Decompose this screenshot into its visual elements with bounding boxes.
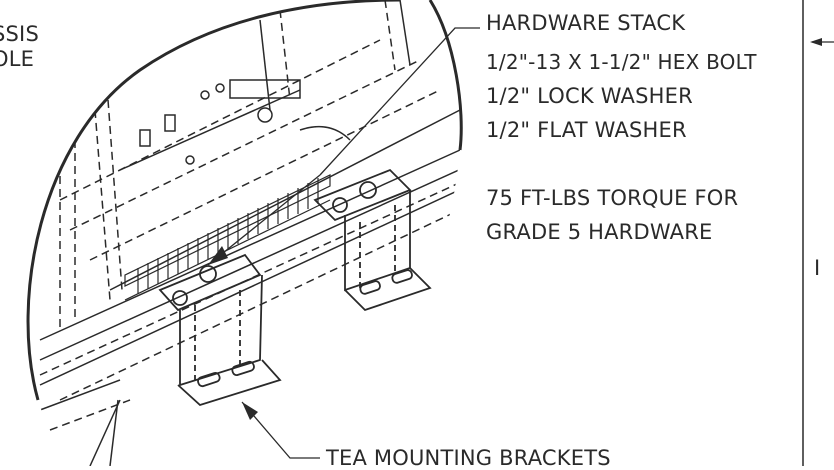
mounting-bracket-right [313,168,432,312]
hardware-stack-lock-washer: 1/2" LOCK WASHER [486,84,693,108]
chassis-callout-line-1: SSIS [0,22,39,46]
chassis-callout-line-2: OLE [0,47,35,71]
mounting-bracket-left [158,253,282,407]
leader-arrowhead-bracket [242,402,258,420]
brackets-callout: TEA MOUNTING BRACKETS [326,446,611,470]
right-edge-fragment: I [814,256,821,280]
hardware-stack-bolt: 1/2"-13 X 1-1/2" HEX BOLT [486,50,757,74]
torque-line-2: GRADE 5 HARDWARE [486,220,713,244]
enclosure-linework [39,0,462,466]
hardware-stack-flat-washer: 1/2" FLAT WASHER [486,118,687,142]
vent-slots [124,174,331,301]
brackets-leader [241,401,320,459]
torque-line-1: 75 FT-LBS TORQUE FOR [486,186,739,210]
hardware-stack-title: HARDWARE STACK [486,11,686,35]
detail-circle-boundary [26,0,463,401]
leader-arrowhead [208,246,228,265]
hardware-stack-leader-2 [207,174,321,266]
dimension-arrowhead [810,38,822,46]
leader-lines [207,27,480,459]
hardware-stack-leader [319,27,480,176]
